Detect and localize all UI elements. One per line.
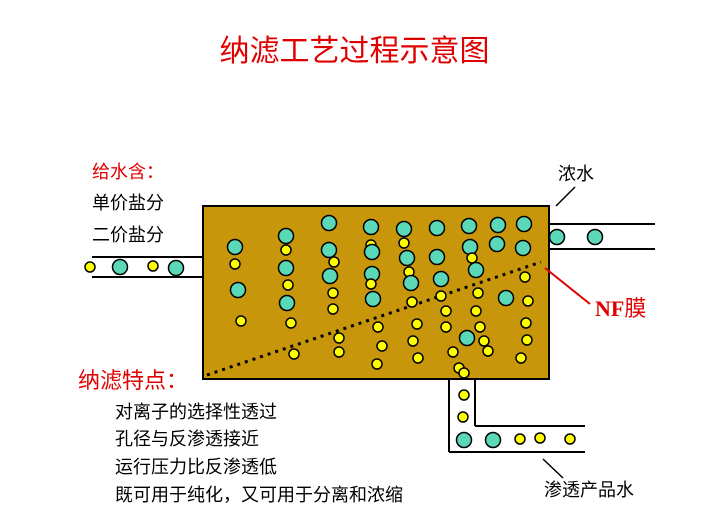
monovalent-ion-circle (470, 305, 482, 317)
divalent-ion-circle (398, 249, 416, 267)
monovalent-ion-circle (147, 260, 159, 272)
monovalent-ion-circle (534, 432, 546, 444)
monovalent-ion-circle (519, 271, 531, 283)
divalent-ion-circle (467, 261, 485, 279)
monovalent-ion-circle (440, 305, 452, 317)
monovalent-ion-circle (515, 352, 527, 364)
nf-membrane-line (206, 260, 542, 377)
monovalent-ion-circle (474, 321, 486, 333)
feature-item: 运行压力比反渗透低 (115, 457, 277, 478)
feature-item: 孔径与反渗透接近 (115, 429, 259, 450)
divalent-ion-circle (586, 228, 604, 246)
divalent-ion-circle (515, 215, 533, 233)
monovalent-ion-circle (412, 352, 424, 364)
divalent-ion-circle (395, 220, 413, 238)
monovalent-ion-circle (458, 389, 470, 401)
divalent-ion-circle (489, 216, 507, 234)
divalent-ion-circle (458, 329, 476, 347)
divalent-ion-circle (514, 239, 532, 257)
divalent-ion-circle (167, 259, 185, 277)
monovalent-ion-circle (398, 237, 410, 249)
monovalent-ion-circle (435, 290, 447, 302)
divalent-ion-circle (428, 248, 446, 266)
monovalent-ion-circle (333, 332, 345, 344)
divalent-ion-circle (488, 235, 506, 253)
monovalent-ion-circle (327, 303, 339, 315)
permeate-pipe (448, 379, 585, 453)
concentrate-pipe (549, 223, 655, 250)
monovalent-ion-circle (520, 317, 532, 329)
divalent-ion-circle (226, 238, 244, 256)
monovalent-ion-circle (84, 261, 96, 273)
monovalent-ion-circle (482, 345, 494, 357)
divalent-ion-circle (497, 289, 515, 307)
feature-item: 对离子的选择性透过 (115, 402, 277, 423)
monovalent-ion-circle (521, 334, 533, 346)
monovalent-ion-circle (235, 315, 247, 327)
divalent-ion-circle (362, 218, 380, 236)
monovalent-ion-circle (440, 321, 452, 333)
monovalent-ion-circle (447, 346, 459, 358)
monovalent-ion-circle (371, 358, 383, 370)
divalent-ion-circle (320, 214, 338, 232)
monovalent-ion-circle (457, 411, 469, 423)
divalent-ion-circle (432, 270, 450, 288)
divalent-ion-circle (484, 431, 502, 449)
monovalent-ion-circle (333, 346, 345, 358)
inlet-pipe (92, 256, 203, 278)
monovalent-ion-circle (285, 317, 297, 329)
feed-item-monovalent: 单价盐分 (92, 193, 164, 214)
divalent-ion-circle (277, 259, 295, 277)
monovalent-ion-circle (282, 279, 294, 291)
monovalent-ion-circle (478, 335, 490, 347)
page-title: 纳滤工艺过程示意图 (219, 34, 490, 69)
monovalent-ion-circle (411, 318, 423, 330)
monovalent-ion-circle (376, 340, 388, 352)
feature-item: 既可用于纯化，又可用于分离和浓缩 (115, 485, 403, 506)
monovalent-ion-circle (365, 278, 377, 290)
ion-particles (84, 214, 604, 449)
membrane-label-bold: NF (595, 296, 625, 321)
divalent-ion-circle (363, 243, 381, 261)
monovalent-ion-circle (327, 287, 339, 299)
features-heading: 纳滤特点： (78, 369, 189, 394)
monovalent-ion-circle (514, 433, 526, 445)
permeate-pointer (542, 458, 564, 479)
concentrate-label: 浓水 (558, 164, 594, 185)
monovalent-ion-circle (406, 296, 418, 308)
membrane-pointer (544, 267, 591, 305)
divalent-ion-circle (461, 238, 479, 256)
divalent-ion-circle (278, 294, 296, 312)
monovalent-ion-circle (466, 252, 478, 264)
feed-item-divalent: 二价盐分 (92, 225, 164, 246)
monovalent-ion-circle (229, 258, 241, 270)
divalent-ion-circle (277, 227, 295, 245)
divalent-ion-circle (320, 241, 338, 259)
monovalent-ion-circle (407, 335, 419, 347)
monovalent-ion-circle (280, 244, 292, 256)
monovalent-ion-circle (472, 287, 484, 299)
monovalent-ion-circle (372, 321, 384, 333)
monovalent-ion-circle (564, 433, 576, 445)
monovalent-ion-circle (288, 348, 300, 360)
monovalent-ion-circle (328, 256, 340, 268)
monovalent-ion-circle (522, 295, 534, 307)
feed-heading: 给水含： (92, 162, 164, 183)
divalent-ion-circle (428, 219, 446, 237)
divalent-ion-circle (548, 228, 566, 246)
membrane-label: NF膜 (595, 291, 646, 323)
divalent-ion-circle (455, 431, 473, 449)
monovalent-ion-circle (458, 367, 470, 379)
divalent-ion-circle (364, 290, 382, 308)
divalent-ion-circle (321, 267, 339, 285)
divalent-ion-circle (460, 217, 478, 235)
divalent-ion-circle (402, 274, 420, 292)
membrane-label-rest: 膜 (624, 296, 647, 321)
concentrate-pointer (555, 186, 576, 207)
divalent-ion-circle (229, 281, 247, 299)
permeate-label: 渗透产品水 (544, 480, 634, 501)
divalent-ion-circle (111, 258, 129, 276)
